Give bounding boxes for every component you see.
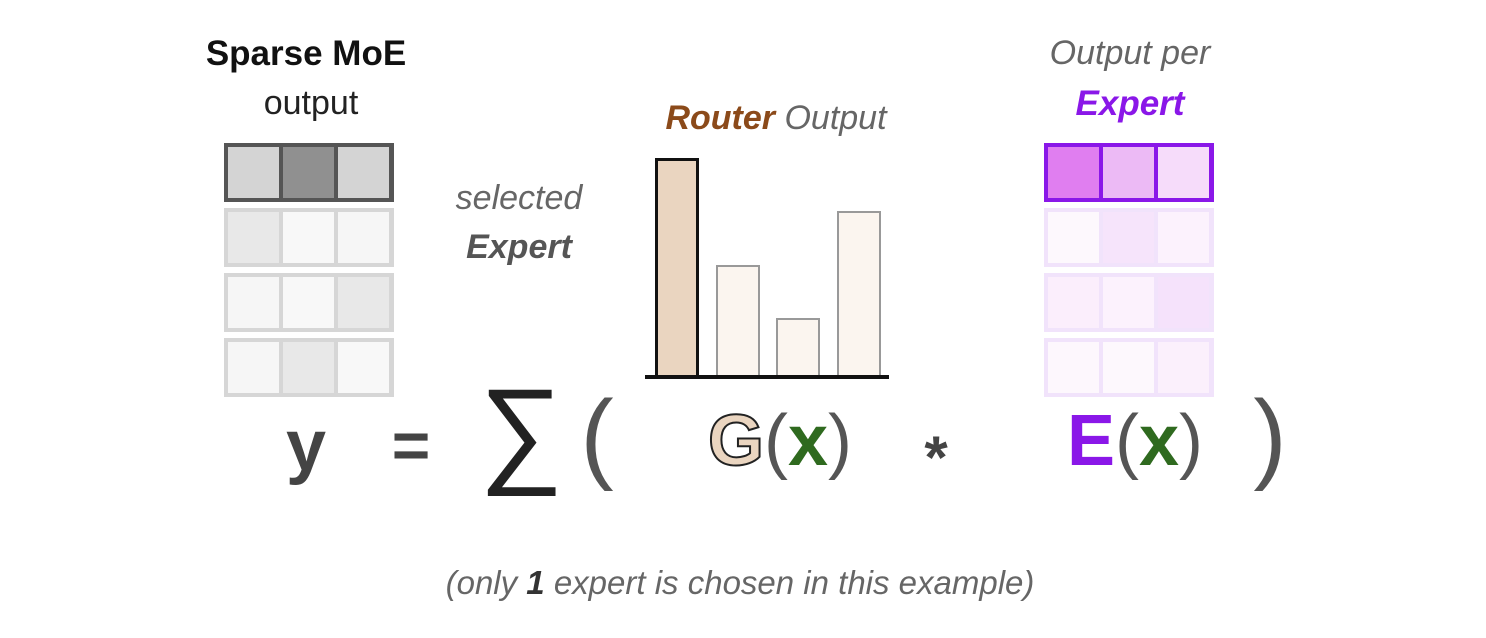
grid-row	[1044, 338, 1214, 397]
output-per-label: Output per	[1049, 34, 1211, 72]
left-paren: (	[580, 380, 614, 492]
grid-cell	[1048, 212, 1099, 263]
sparse-moe-title: Sparse MoE	[205, 34, 407, 73]
expert-E: E	[1066, 401, 1116, 481]
router-bar	[776, 317, 820, 377]
grid-cell	[1103, 342, 1154, 393]
footnote-pre: (only	[445, 564, 527, 601]
grid-row	[1044, 208, 1214, 267]
output-word: Output	[784, 99, 887, 137]
router-word: Router	[665, 99, 776, 137]
input-x: x	[787, 401, 829, 481]
formula-equals: =	[391, 408, 431, 482]
selected-row	[224, 143, 394, 202]
grid-cell	[1048, 342, 1099, 393]
router-bar-selected	[655, 158, 699, 377]
grid-row	[1044, 273, 1214, 332]
grid-cell	[1158, 147, 1209, 198]
grid-cell	[1048, 147, 1099, 198]
grid-cell	[283, 147, 334, 198]
footnote: (only 1 expert is chosen in this example…	[446, 566, 1035, 599]
grid-cell	[228, 147, 279, 198]
grid-cell	[1048, 277, 1099, 328]
sum-symbol: ∑	[478, 365, 564, 497]
grid-cell	[1103, 212, 1154, 263]
grid-cell	[338, 277, 389, 328]
grid-row	[224, 208, 394, 267]
formula-y: y	[285, 406, 327, 486]
router-baseline	[645, 375, 889, 379]
gating-G: G	[707, 401, 765, 481]
router-bar	[715, 265, 760, 377]
grid-cell	[283, 342, 334, 393]
right-paren: )	[1253, 380, 1287, 492]
grid-row	[224, 338, 394, 397]
multiply-symbol: *	[924, 424, 948, 491]
router-output-title: Router Output	[665, 101, 886, 135]
expert-function: E(x)	[1066, 401, 1204, 481]
grid-cell	[338, 342, 389, 393]
grid-cell	[338, 212, 389, 263]
grid-row	[224, 273, 394, 332]
grid-cell	[283, 277, 334, 328]
selected-label: selected	[455, 179, 583, 217]
expert-label: Expert	[466, 228, 572, 266]
sparse-moe-subtitle: output	[263, 84, 359, 122]
grid-cell	[338, 147, 389, 198]
grid-cell	[1103, 147, 1154, 198]
grid-cell	[228, 277, 279, 328]
selected-row	[1044, 143, 1214, 202]
grid-cell	[1158, 277, 1209, 328]
footnote-number: 1	[526, 564, 545, 601]
expert-title: Expert	[1075, 84, 1185, 123]
grid-cell	[228, 212, 279, 263]
footnote-post: expert is chosen in this example)	[544, 564, 1035, 601]
grid-cell	[228, 342, 279, 393]
grid-cell	[1158, 212, 1209, 263]
gating-function: G(x)	[707, 401, 853, 481]
grid-cell	[1103, 277, 1154, 328]
grid-cell	[283, 212, 334, 263]
router-bar	[836, 210, 881, 377]
input-x: x	[1138, 401, 1180, 481]
grid-cell	[1158, 342, 1209, 393]
